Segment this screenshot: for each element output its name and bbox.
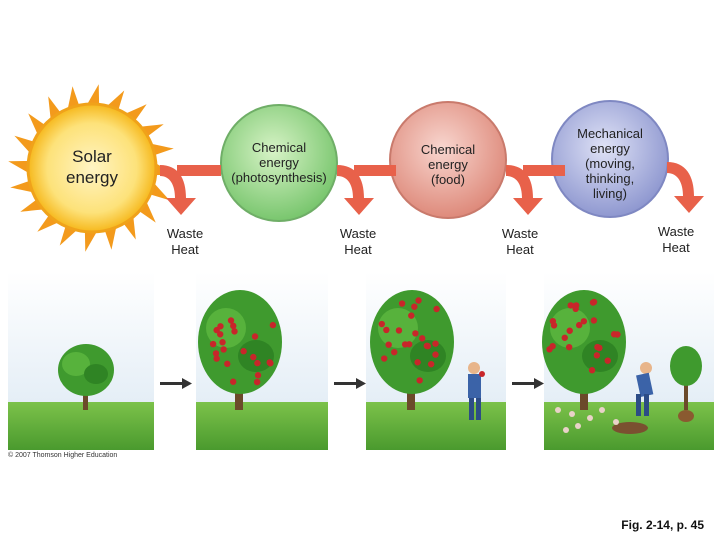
apple xyxy=(550,322,558,329)
arrow-segment-3 xyxy=(523,165,565,176)
apple xyxy=(408,312,415,319)
apple xyxy=(561,334,568,341)
apple xyxy=(573,302,580,309)
arrow-food-to-mech xyxy=(506,165,543,215)
apple xyxy=(405,341,413,348)
apple xyxy=(412,330,419,337)
apple xyxy=(588,367,596,374)
farmer-planting xyxy=(612,362,654,434)
fallen-apples xyxy=(555,407,619,433)
apple xyxy=(385,341,392,348)
apple-tree-1 xyxy=(198,290,282,410)
apple xyxy=(254,359,261,367)
waste-heat-label-4: Waste Heat xyxy=(657,224,695,255)
mechanical-node xyxy=(551,100,669,218)
panel-arrow-3 xyxy=(512,378,544,389)
apple xyxy=(254,372,262,379)
arrow-segment-2 xyxy=(354,165,396,176)
apple xyxy=(416,377,423,384)
chemical-photosynthesis-node xyxy=(220,104,338,222)
waste-heat-label-1: Waste Heat xyxy=(166,226,204,257)
apple xyxy=(610,331,618,338)
apple xyxy=(395,327,403,334)
apple xyxy=(596,344,603,352)
arrow-segment-1 xyxy=(177,165,221,176)
apple xyxy=(209,340,217,348)
apple xyxy=(414,359,421,366)
panel-arrow-1 xyxy=(160,378,192,389)
apple xyxy=(427,360,435,368)
farmer-eating xyxy=(468,362,485,420)
apple xyxy=(565,343,573,351)
panel-arrows xyxy=(160,378,544,389)
apple xyxy=(411,303,418,310)
apple xyxy=(224,360,231,368)
arrow-mech-waste xyxy=(667,162,704,213)
arrow-photo-to-food xyxy=(337,165,374,215)
apple xyxy=(229,378,237,385)
apple xyxy=(269,321,277,329)
energy-flow-diagram xyxy=(8,84,704,252)
apple xyxy=(398,300,406,307)
figure-caption: Fig. 2-14, p. 45 xyxy=(621,518,704,532)
apple xyxy=(219,339,226,346)
apple xyxy=(566,327,573,334)
solar-energy-label: Solar energy xyxy=(66,147,118,187)
apple xyxy=(590,317,598,324)
apple xyxy=(240,348,247,355)
apple xyxy=(576,321,583,329)
apple xyxy=(383,326,390,334)
sun-icon xyxy=(8,84,176,252)
apple xyxy=(250,353,257,361)
apple-tree-2 xyxy=(370,290,454,410)
waste-heat-label-2: Waste Heat xyxy=(339,226,377,257)
apple xyxy=(589,299,597,306)
apple xyxy=(419,335,426,342)
apple xyxy=(567,302,574,309)
sapling-tree xyxy=(58,344,114,410)
sun-ray xyxy=(8,160,33,176)
apple xyxy=(213,326,220,334)
apple xyxy=(220,346,227,353)
apple xyxy=(433,305,440,313)
apple xyxy=(213,355,220,362)
copyright-text: © 2007 Thomson Higher Education xyxy=(8,452,118,459)
apple xyxy=(217,331,224,338)
apple xyxy=(231,328,238,335)
apple xyxy=(604,357,611,364)
apple xyxy=(415,297,422,304)
apple xyxy=(391,348,398,356)
apple xyxy=(212,350,220,357)
flow-arrows xyxy=(160,162,704,215)
apple xyxy=(549,342,556,350)
apple xyxy=(432,340,439,347)
chemical-food-node xyxy=(389,101,507,219)
arrow-solar-to-photo xyxy=(160,165,196,215)
apple xyxy=(381,355,388,362)
sun-ray xyxy=(84,227,100,252)
small-planted-tree xyxy=(670,346,702,422)
apple xyxy=(593,352,601,359)
waste-heat-label-3: Waste Heat xyxy=(501,226,539,257)
apple-tree-3 xyxy=(542,290,626,410)
apple xyxy=(227,317,235,324)
mechanical-label: Mechanical energy (moving, thinking, liv… xyxy=(577,126,643,201)
tree-life-cycle-illustration xyxy=(8,272,714,450)
sun-ray xyxy=(84,84,100,109)
chemical-photosynthesis-label: Chemical energy (photosynthesis) xyxy=(231,140,327,185)
apple xyxy=(432,351,439,358)
apple xyxy=(251,333,259,340)
panel-arrow-2 xyxy=(334,378,366,389)
chemical-food-label: Chemical energy (food) xyxy=(420,142,476,187)
apple xyxy=(378,320,385,328)
apple xyxy=(253,378,261,386)
apple xyxy=(424,342,431,350)
apple xyxy=(230,322,237,330)
apple xyxy=(267,360,274,367)
apple xyxy=(580,318,588,325)
